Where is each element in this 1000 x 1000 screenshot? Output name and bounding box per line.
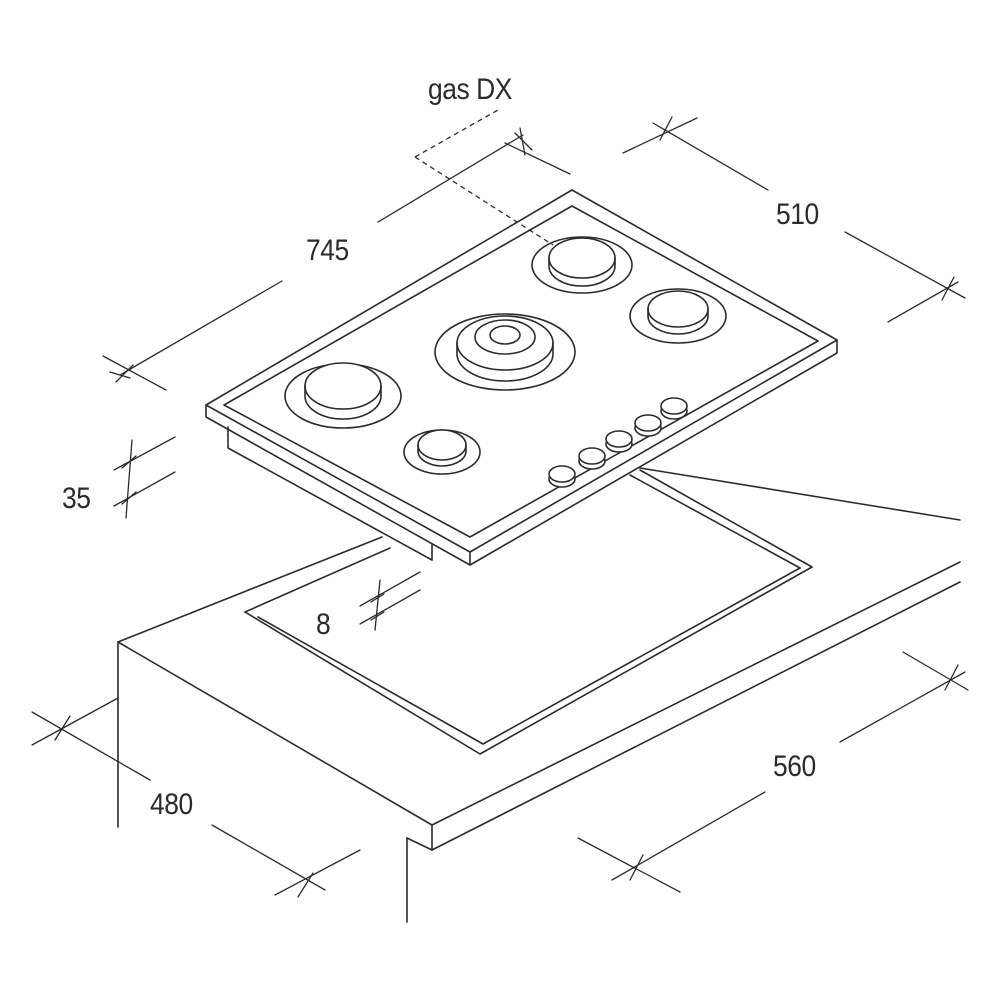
clearance-label: 8 [316,608,331,641]
countertop-cutout [244,469,813,755]
burner-rear-right [531,236,633,294]
hob-height-label: 35 [62,482,91,515]
countertop [117,467,961,923]
gas-connection-line [414,109,554,246]
cutout-depth-label: 480 [150,788,193,821]
knob-4 [634,414,662,437]
dimension-510 [622,116,966,323]
dimension-560 [577,651,969,893]
knob-2 [578,447,606,470]
control-knobs [548,397,688,488]
dimension-745 [102,127,571,391]
hob-width-label: 745 [306,234,349,267]
dimension-8 [359,571,421,631]
hob [205,189,838,566]
knob-3 [605,430,633,453]
burner-front [403,429,481,475]
gas-connection-label: gas DX [428,73,512,106]
dimension-35 [113,436,176,519]
knob-5 [660,397,688,420]
burner-left [284,362,402,429]
burner-center-wok [434,313,576,391]
burner-right [629,288,727,344]
cutout-width-label: 560 [773,750,816,783]
hob-depth-label: 510 [776,198,819,231]
knob-1 [548,465,576,488]
dimension-480 [31,697,361,898]
